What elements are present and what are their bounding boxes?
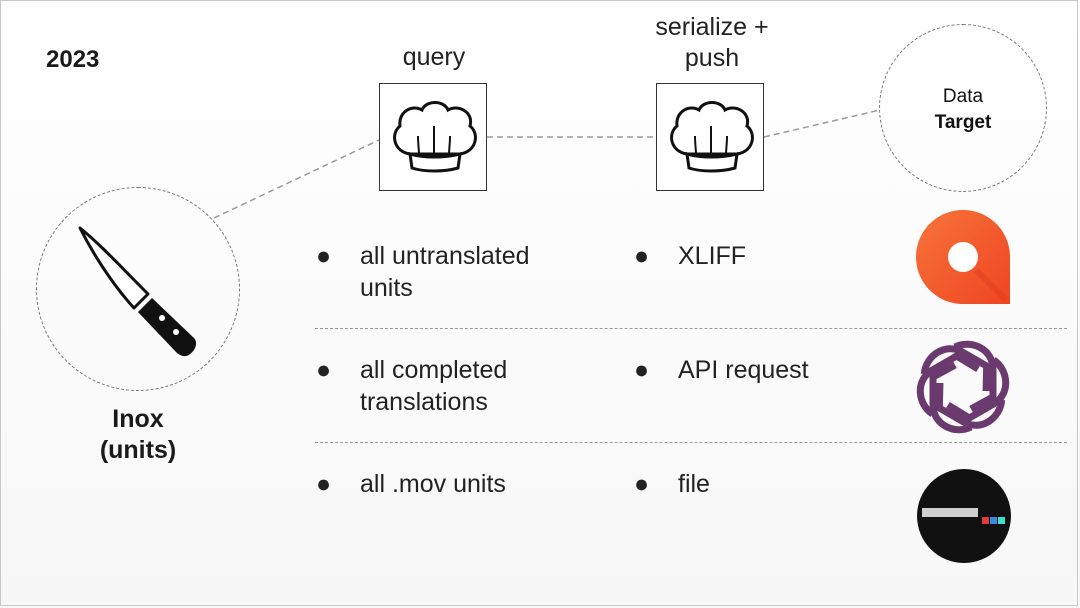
knife-icon <box>78 226 197 357</box>
source-label-line1: Inox <box>112 405 164 433</box>
serialize-step-box <box>656 83 764 191</box>
row-divider <box>315 328 1067 329</box>
query-item-line2: units <box>360 274 413 302</box>
data-target-circle <box>879 24 1047 192</box>
bullet-dot: ● <box>634 242 650 270</box>
serialize-step-label: serialize + push <box>630 12 794 74</box>
format-item-file: ● file <box>634 468 874 508</box>
connector-serialize-target <box>763 109 881 138</box>
data-target-line1: Data <box>942 86 984 107</box>
query-item-line1: all .mov units <box>360 470 506 498</box>
chef-hat-icon <box>670 101 754 173</box>
connector-source-query <box>213 139 380 219</box>
format-item-label: XLIFF <box>678 242 747 270</box>
format-item-label: API request <box>678 356 809 384</box>
bullet-dot: ● <box>634 356 650 384</box>
source-label-line2: (units) <box>99 436 177 464</box>
bullet-dot: ● <box>316 242 332 270</box>
year-label: 2023 <box>46 46 100 73</box>
bullet-dot: ● <box>634 470 650 498</box>
orange-q-logo <box>916 210 1010 304</box>
query-item-line1: all completed <box>360 356 508 384</box>
row-divider <box>315 442 1067 443</box>
data-target-line2: Target <box>934 112 992 133</box>
format-item-api-request: ● API request <box>634 354 874 394</box>
query-item-line2: translations <box>360 388 488 416</box>
query-item-line1: all untranslated <box>360 242 530 270</box>
openai-logo <box>916 340 1010 434</box>
format-item-xliff: ● XLIFF <box>634 240 874 280</box>
source-circle <box>36 187 240 391</box>
data-target-label: Data Target <box>879 84 1047 136</box>
source-label: Inox (units) <box>68 404 208 466</box>
black-terminal-logo <box>917 469 1011 563</box>
query-item-untranslated: ● all untranslated units <box>316 240 616 310</box>
bullet-dot: ● <box>316 356 332 384</box>
bullet-dot: ● <box>316 470 332 498</box>
chef-hat-icon <box>393 101 477 173</box>
serialize-label-line1: serialize + <box>655 13 769 41</box>
format-item-label: file <box>678 470 710 498</box>
query-step-label: query <box>402 43 466 71</box>
serialize-label-line2: push <box>684 44 740 72</box>
query-item-mov: ● all .mov units <box>316 468 616 538</box>
query-item-completed: ● all completed translations <box>316 354 616 424</box>
query-step-box <box>379 83 487 191</box>
